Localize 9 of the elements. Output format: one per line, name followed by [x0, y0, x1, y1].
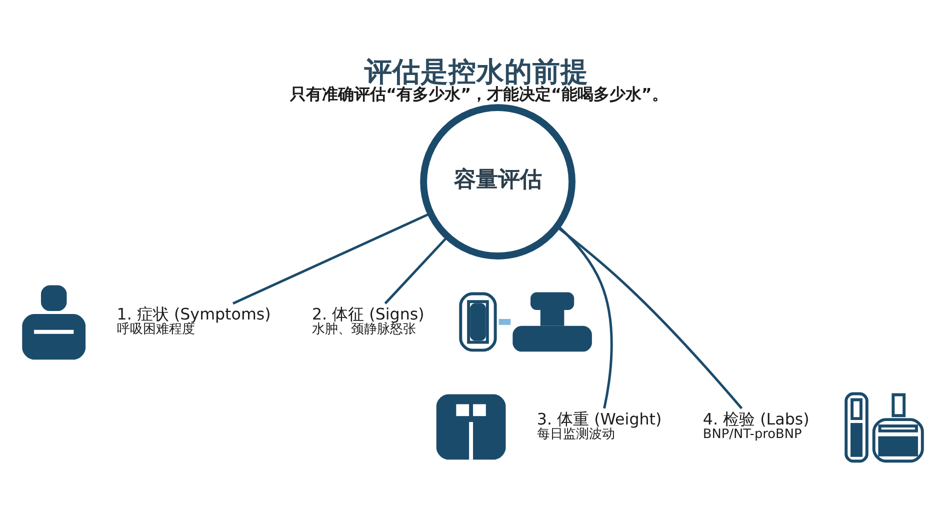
node-circle: 容量评估 — [420, 104, 576, 259]
connector — [232, 212, 431, 304]
connector — [557, 224, 613, 408]
connector — [384, 235, 449, 304]
connector — [556, 225, 743, 409]
node-text: 2. 体征 (Signs) 水肿、颈静脉怒张 — [312, 304, 424, 336]
node-text: 3. 体重 (Weight) 每日监测波动 — [536, 408, 662, 442]
node-text: 1. 症状 (Symptoms) 呼吸困难程度 — [116, 304, 271, 336]
node-text: 4. 检验 (Labs) BNP/NT-proBNP — [702, 408, 810, 442]
